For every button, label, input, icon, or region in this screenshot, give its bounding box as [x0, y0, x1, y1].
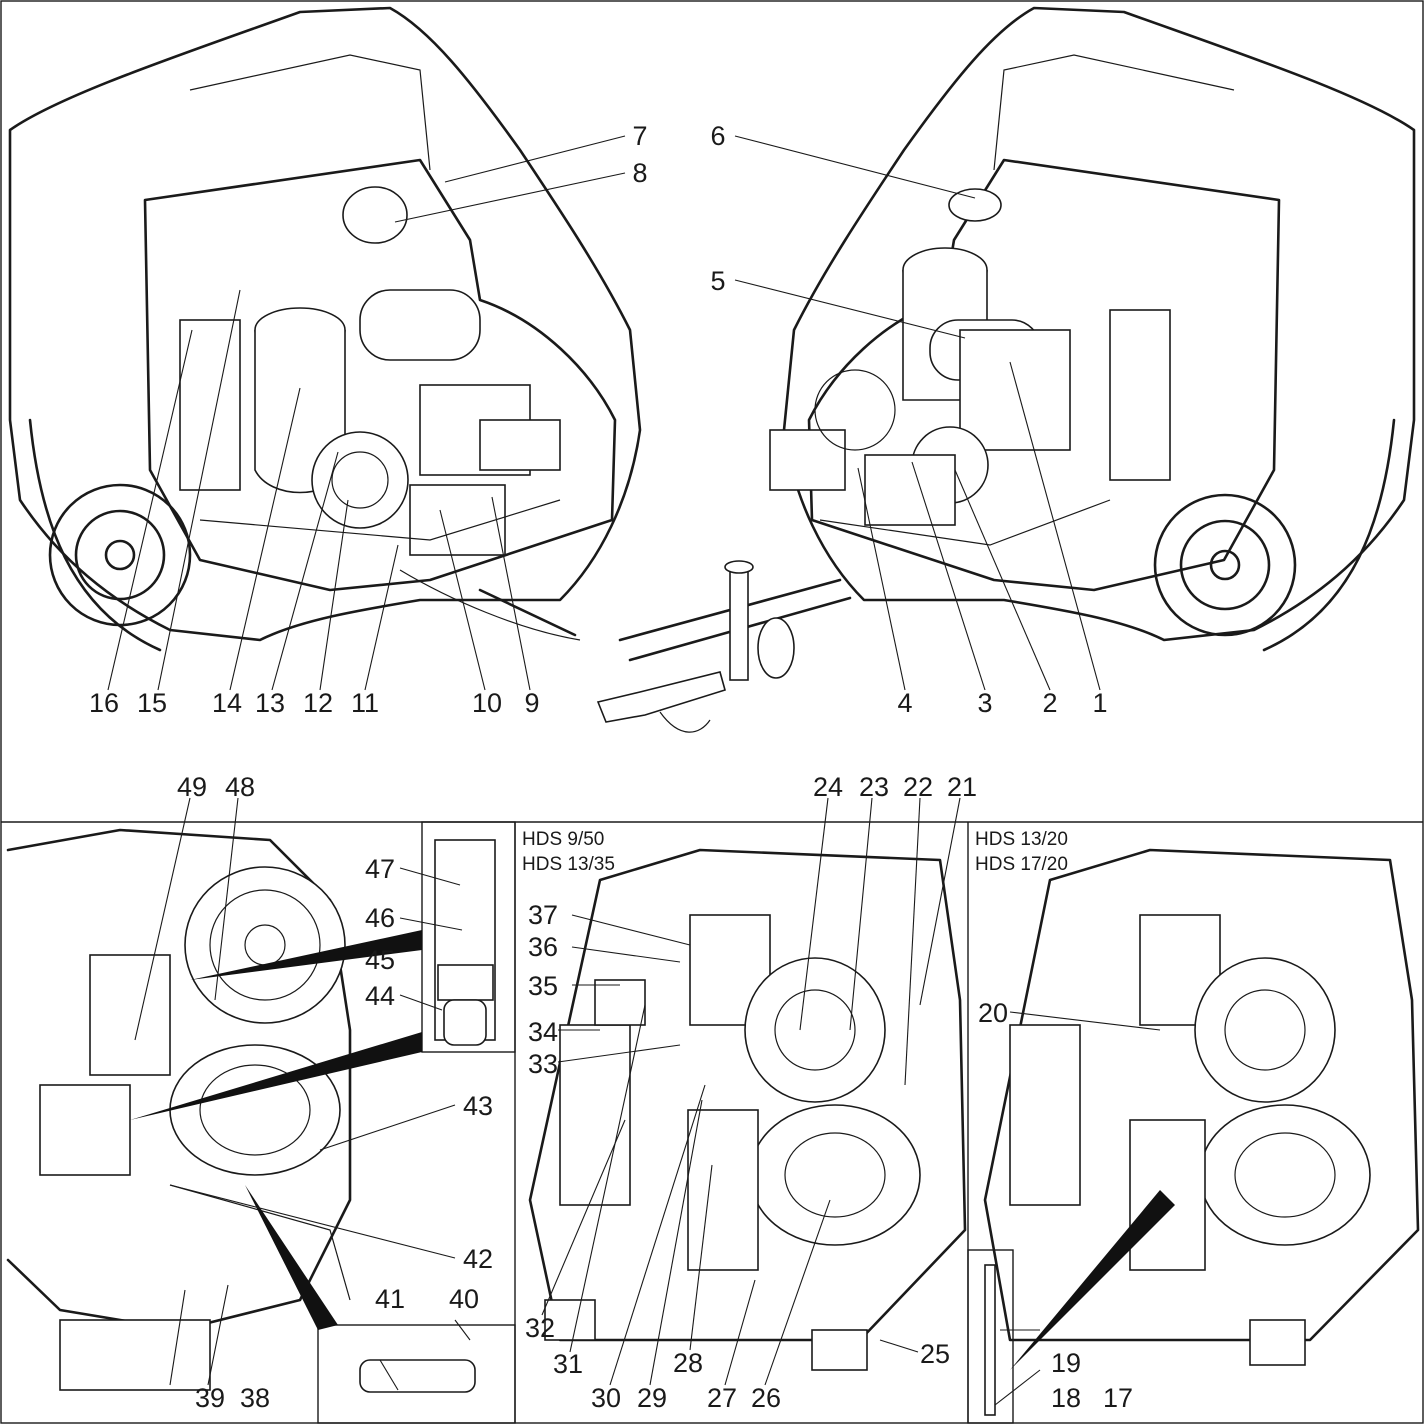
callout-24: 24 — [813, 772, 843, 802]
machine-view-left — [8, 6, 642, 652]
callout-44: 44 — [365, 981, 395, 1011]
panel-bottom-center — [528, 848, 967, 1371]
callout-31: 31 — [553, 1349, 583, 1379]
callout-20: 20 — [978, 998, 1008, 1028]
callout-9: 9 — [524, 688, 539, 718]
panel-bottom-left — [6, 821, 516, 1424]
callout-17: 17 — [1103, 1383, 1133, 1413]
callout-21: 21 — [947, 772, 977, 802]
callout-12: 12 — [303, 688, 333, 718]
callout-1: 1 — [1092, 688, 1107, 718]
callout-18: 18 — [1051, 1383, 1081, 1413]
callout-43: 43 — [463, 1091, 493, 1121]
callout-37: 37 — [528, 900, 558, 930]
callout-28: 28 — [673, 1348, 703, 1378]
callout-6: 6 — [710, 121, 725, 151]
callout-45: 45 — [365, 945, 395, 975]
callout-47: 47 — [365, 854, 395, 884]
callout-39: 39 — [195, 1383, 225, 1413]
tow-bar — [478, 560, 852, 733]
callout-34: 34 — [528, 1017, 558, 1047]
callout-27: 27 — [707, 1383, 737, 1413]
callout-8: 8 — [632, 158, 647, 188]
callout-49: 49 — [177, 772, 207, 802]
callout-10: 10 — [472, 688, 502, 718]
callout-3: 3 — [977, 688, 992, 718]
callout-23: 23 — [859, 772, 889, 802]
model-label-hds-9-50: HDS 9/50 — [522, 829, 604, 850]
callout-30: 30 — [591, 1383, 621, 1413]
model-labels: HDS 9/50 HDS 13/35 HDS 13/20 HDS 17/20 — [522, 829, 1068, 875]
callout-40: 40 — [449, 1284, 479, 1314]
model-label-hds-13-35: HDS 13/35 — [522, 854, 615, 875]
callout-26: 26 — [751, 1383, 781, 1413]
callout-29: 29 — [637, 1383, 667, 1413]
callout-numbers: 1 2 3 4 5 6 7 8 9 10 11 12 13 14 15 16 1… — [89, 121, 1133, 1413]
callout-19: 19 — [1051, 1348, 1081, 1378]
model-label-hds-13-20: HDS 13/20 — [975, 829, 1068, 850]
callout-16: 16 — [89, 688, 119, 718]
callout-42: 42 — [463, 1244, 493, 1274]
callout-32: 32 — [525, 1313, 555, 1343]
callout-2: 2 — [1042, 688, 1057, 718]
callout-33: 33 — [528, 1049, 558, 1079]
callout-35: 35 — [528, 971, 558, 1001]
leader-lines — [107, 135, 1161, 1406]
model-label-hds-17-20: HDS 17/20 — [975, 854, 1068, 875]
callout-7: 7 — [632, 121, 647, 151]
callout-5: 5 — [710, 266, 725, 296]
callout-36: 36 — [528, 932, 558, 962]
machine-view-right — [769, 6, 1416, 652]
callout-14: 14 — [212, 688, 242, 718]
callout-41: 41 — [375, 1284, 405, 1314]
callout-48: 48 — [225, 772, 255, 802]
callout-25: 25 — [920, 1339, 950, 1369]
callout-46: 46 — [365, 903, 395, 933]
callout-15: 15 — [137, 688, 167, 718]
panel-bottom-right — [967, 848, 1420, 1424]
callout-4: 4 — [897, 688, 912, 718]
callout-22: 22 — [903, 772, 933, 802]
callout-38: 38 — [240, 1383, 270, 1413]
callout-11: 11 — [351, 688, 379, 718]
callout-13: 13 — [255, 688, 285, 718]
